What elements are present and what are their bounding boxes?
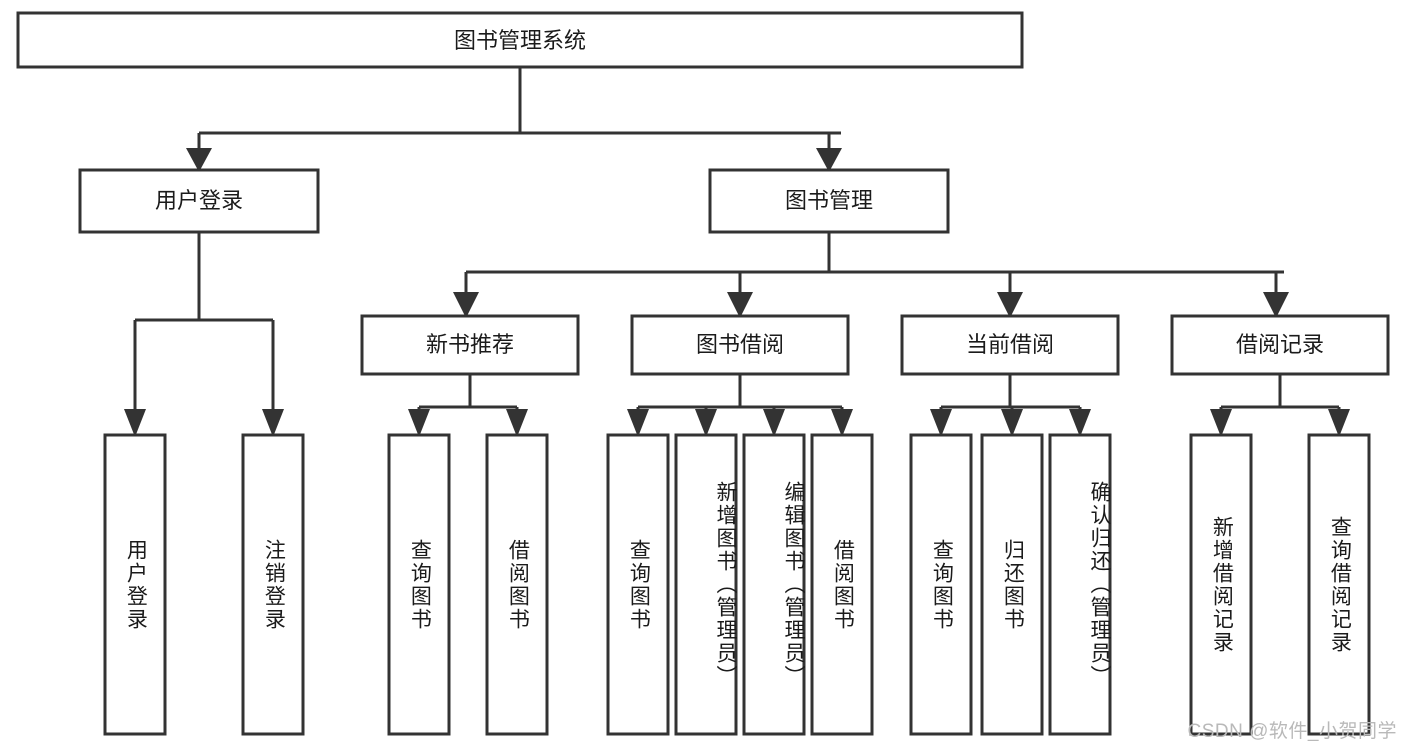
connector-borrowrecords-to-leaves bbox=[1219, 374, 1341, 417]
node-leaf-user-login[interactable] bbox=[103, 433, 167, 736]
node-leaf-query-book-borrow[interactable] bbox=[606, 433, 670, 736]
arrow-to-leaf-logout bbox=[262, 409, 284, 437]
node-borrow-records-label: 借阅记录 bbox=[1236, 332, 1324, 357]
csdn-watermark: CSDN @软件_小贺同学 bbox=[1187, 721, 1397, 742]
node-leaf-borrow-book-recommend[interactable] bbox=[485, 433, 549, 736]
node-current-borrow-label: 当前借阅 bbox=[966, 332, 1054, 357]
arrow-to-leaf-confirm-return bbox=[1069, 409, 1091, 437]
arrow-to-leaf-borrow-book bbox=[831, 409, 853, 437]
arrow-to-leaf-user-login bbox=[124, 409, 146, 437]
node-leaf-query-book-recommend[interactable] bbox=[387, 433, 451, 736]
node-leaf-return-book[interactable] bbox=[980, 433, 1044, 736]
node-layer: 图书管理系统 用户登录 图书管理 新书推荐 图书借阅 当前 bbox=[16, 11, 1390, 736]
arrowhead-layer bbox=[124, 148, 1350, 437]
node-book-management[interactable]: 图书管理 bbox=[708, 168, 950, 234]
node-leaf-query-book-current[interactable] bbox=[909, 433, 973, 736]
arrow-to-borrow-records bbox=[1263, 292, 1289, 318]
connector-layer bbox=[124, 67, 1350, 437]
arrow-to-book-management bbox=[816, 148, 842, 172]
node-new-book-recommend[interactable]: 新书推荐 bbox=[360, 314, 580, 376]
connector-root-to-level2 bbox=[197, 67, 841, 152]
node-borrow-records[interactable]: 借阅记录 bbox=[1170, 314, 1390, 376]
node-new-book-recommend-label: 新书推荐 bbox=[426, 332, 514, 357]
connector-newbook-to-leaves bbox=[417, 374, 519, 417]
arrow-to-user-login bbox=[186, 148, 212, 172]
arrow-to-new-book-recommend bbox=[453, 292, 479, 318]
arrow-to-book-borrow bbox=[727, 292, 753, 318]
node-root-label: 图书管理系统 bbox=[454, 28, 586, 53]
arrow-to-leaf-query-book-recommend bbox=[408, 409, 430, 437]
node-leaf-add-borrow-record[interactable] bbox=[1189, 433, 1253, 736]
connector-userlogin-to-leaves bbox=[133, 232, 275, 417]
node-user-login[interactable]: 用户登录 bbox=[78, 168, 320, 234]
arrow-to-leaf-add-book bbox=[695, 409, 717, 437]
node-book-borrow[interactable]: 图书借阅 bbox=[630, 314, 850, 376]
node-leaf-confirm-return[interactable] bbox=[1048, 433, 1112, 736]
arrow-to-leaf-query-book-current bbox=[930, 409, 952, 437]
arrow-to-leaf-return-book bbox=[1001, 409, 1023, 437]
node-leaf-query-borrow-record[interactable] bbox=[1307, 433, 1371, 736]
node-book-management-label: 图书管理 bbox=[785, 188, 873, 213]
leaf-box-layer bbox=[103, 433, 1371, 736]
arrow-to-leaf-query-borrow-record bbox=[1328, 409, 1350, 437]
node-current-borrow[interactable]: 当前借阅 bbox=[900, 314, 1120, 376]
node-user-login-label: 用户登录 bbox=[155, 188, 243, 213]
connector-bookborrow-to-leaves bbox=[636, 374, 844, 417]
node-leaf-logout[interactable] bbox=[241, 433, 305, 736]
arrow-to-leaf-edit-book bbox=[763, 409, 785, 437]
node-root[interactable]: 图书管理系统 bbox=[16, 11, 1024, 69]
arrow-to-current-borrow bbox=[997, 292, 1023, 318]
arrow-to-leaf-borrow-book-recommend bbox=[506, 409, 528, 437]
node-leaf-borrow-book[interactable] bbox=[810, 433, 874, 736]
connector-bookmanagement-to-level3 bbox=[464, 232, 1284, 297]
node-book-borrow-label: 图书借阅 bbox=[696, 332, 784, 357]
node-leaf-add-book[interactable] bbox=[674, 433, 738, 736]
node-leaf-edit-book[interactable] bbox=[742, 433, 806, 736]
arrow-to-leaf-add-borrow-record bbox=[1210, 409, 1232, 437]
arrow-to-leaf-query-book-borrow bbox=[627, 409, 649, 437]
